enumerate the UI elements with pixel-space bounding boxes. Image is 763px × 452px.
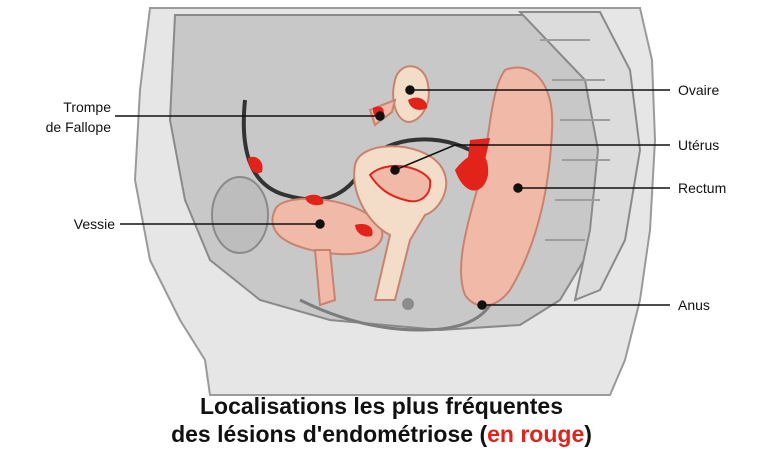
caption-line2-before: des lésions d'endométriose ( [171, 421, 487, 447]
label-trompe-line2: de Fallope [46, 119, 112, 135]
caption-line1: Localisations les plus fréquentes [0, 393, 763, 420]
anus-marker [402, 298, 414, 310]
label-vessie: Vessie [74, 216, 115, 232]
label-trompe-line1: Trompe [63, 99, 111, 115]
caption-line2: des lésions d'endométriose (en rouge) [0, 421, 763, 448]
label-ovaire: Ovaire [678, 82, 719, 98]
label-rectum: Rectum [678, 180, 726, 196]
label-anus: Anus [678, 297, 710, 313]
caption-highlight-en-rouge: en rouge [487, 421, 584, 447]
label-uterus: Utérus [678, 137, 719, 153]
pubic-bone [212, 177, 268, 253]
caption-line2-after: ) [584, 421, 592, 447]
